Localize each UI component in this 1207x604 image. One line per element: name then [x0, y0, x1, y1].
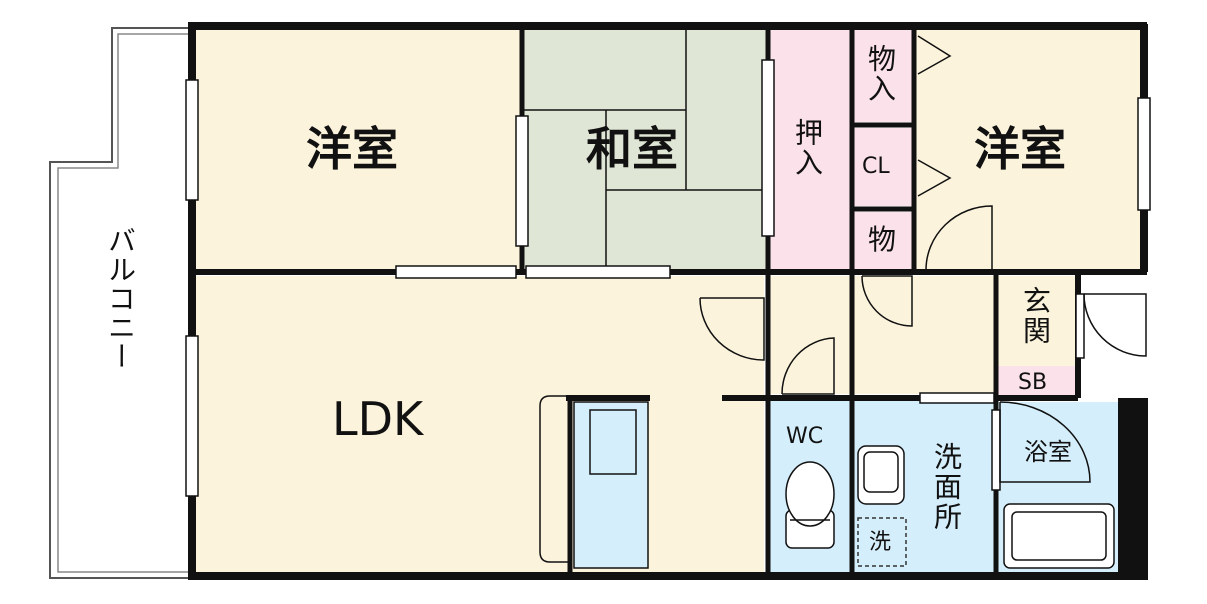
wash-basin	[857, 445, 905, 505]
label-western-room-right: 洋室	[974, 122, 1066, 176]
windows	[185, 59, 1151, 497]
hallway-floor	[770, 276, 996, 394]
genkan-floor	[998, 276, 1078, 366]
western-room-right-floor	[916, 30, 1142, 270]
label-genkan: 玄関	[1019, 286, 1052, 346]
label-western-room-left: 洋室	[306, 122, 398, 176]
label-japanese-room: 和室	[586, 122, 678, 176]
label-shoe-box: SB	[1018, 370, 1048, 395]
label-closet: CL	[862, 154, 890, 179]
toilet-fixture	[785, 461, 835, 549]
japanese-room-floor	[524, 30, 766, 270]
closet-doors	[917, 35, 952, 197]
label-bathroom: 浴室	[1024, 438, 1072, 466]
balcony-inner-line	[57, 33, 190, 573]
tatami-lines	[524, 30, 766, 270]
western-room-left-floor	[194, 30, 520, 270]
kitchen-counter	[573, 401, 649, 569]
mono-small-floor	[854, 212, 912, 270]
bath-outer-wall	[1118, 398, 1148, 580]
oshiire-floor	[770, 30, 850, 270]
washer-spot	[857, 517, 907, 567]
shoe-box-floor	[998, 366, 1078, 396]
ldk-floor	[194, 276, 764, 572]
balcony-area	[49, 27, 190, 579]
label-oshiire: 押入	[791, 118, 824, 178]
label-mono-small: 物	[868, 223, 897, 256]
bathtub	[1003, 503, 1115, 569]
label-washer: 洗	[869, 530, 892, 555]
closet-floor	[854, 128, 912, 206]
kitchen-details	[539, 395, 637, 563]
label-balcony: バルコニー	[104, 226, 137, 371]
label-toilet: WC	[786, 424, 824, 449]
label-monoire-top: 物入	[864, 44, 897, 104]
label-ldk: LDK	[332, 392, 424, 446]
monoire-top-floor	[854, 30, 912, 122]
label-washroom: 洗面所	[930, 442, 963, 532]
doors	[699, 205, 1147, 483]
